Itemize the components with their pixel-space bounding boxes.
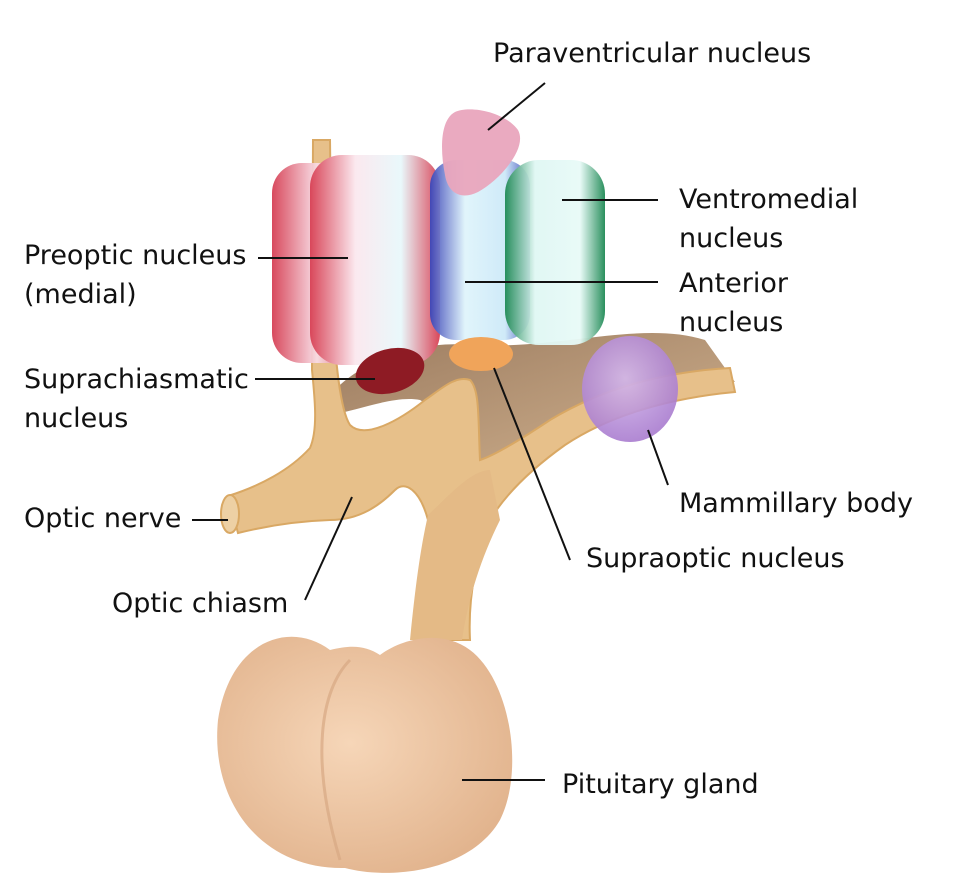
label-optic-chiasm: Optic chiasm — [112, 588, 288, 619]
preoptic-nucleus — [310, 155, 440, 365]
label-anterior-nucleus: Anterior nucleus — [679, 268, 797, 338]
label-preoptic-nucleus: Preoptic nucleus (medial) — [24, 240, 255, 310]
optic-tract-and-chiasm — [226, 139, 737, 641]
mammillary-body — [582, 336, 678, 442]
label-supraoptic-nucleus: Supraoptic nucleus — [586, 543, 845, 574]
label-optic-nerve: Optic nerve — [24, 503, 181, 534]
supraoptic-nucleus — [449, 337, 513, 371]
label-mammillary-body: Mammillary body — [679, 488, 913, 519]
leader-paraventricular — [487, 82, 546, 131]
optic-nerve-end — [220, 494, 240, 534]
ventromedial-nucleus — [505, 160, 605, 345]
pituitary-gland-shape — [217, 636, 513, 873]
leader-optic-chiasm — [304, 496, 353, 601]
label-pituitary-gland: Pituitary gland — [562, 769, 759, 800]
suprachiasmatic-nucleus — [355, 347, 425, 395]
label-ventromedial-nucleus: Ventromedial nucleus — [679, 184, 867, 254]
pituitary-lobe-divider — [320, 658, 352, 861]
pituitary-stalk — [410, 470, 500, 640]
label-suprachiasmatic-nucleus: Suprachiasmatic nucleus — [24, 364, 257, 434]
leader-mammillary — [647, 429, 669, 486]
leader-supraoptic — [493, 367, 571, 561]
paraventricular-nucleus — [442, 109, 521, 196]
label-paraventricular-nucleus: Paraventricular nucleus — [493, 38, 811, 69]
